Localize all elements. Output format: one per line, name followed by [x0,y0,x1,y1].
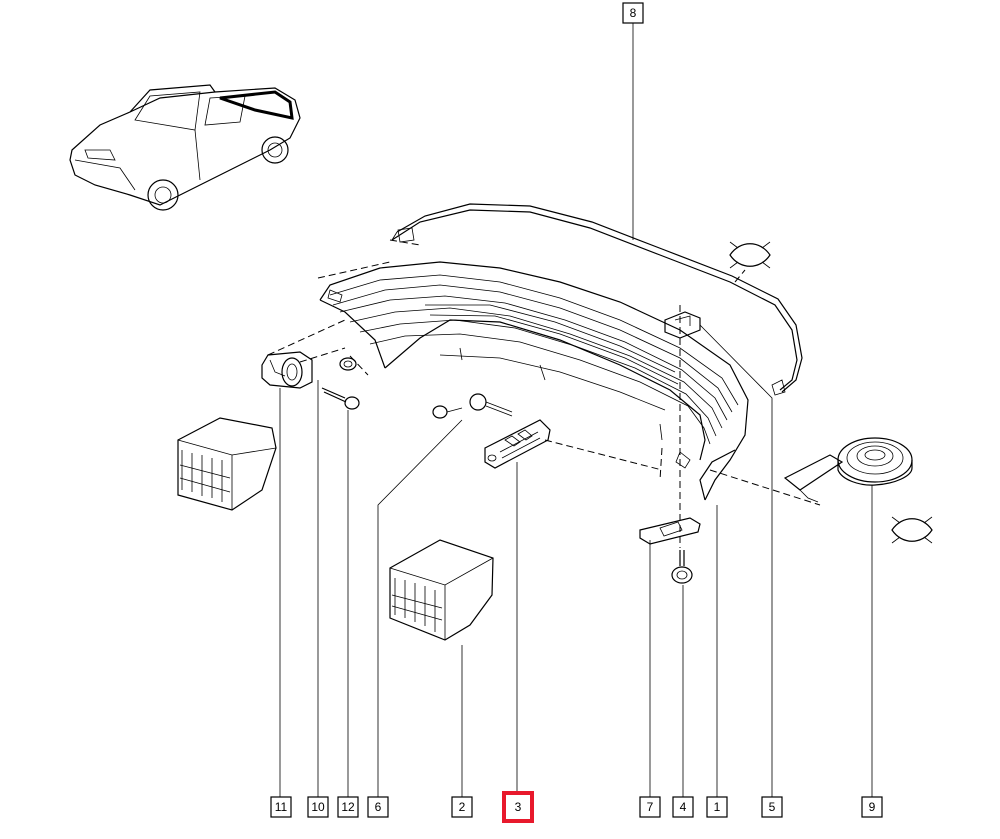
svg-text:6: 6 [375,800,382,814]
svg-text:9: 9 [869,800,876,814]
svg-text:2: 2 [459,800,466,814]
reference-block-middle [389,539,494,641]
callout-2[interactable]: 2 [451,796,473,818]
part-5-clip [664,311,701,339]
callout-11[interactable]: 11 [270,796,292,818]
part-11-bracket [261,351,313,389]
part-3-bracket-plate [484,419,551,469]
svg-text:1: 1 [714,800,721,814]
svg-text:3: 3 [515,800,522,814]
callout-10[interactable]: 10 [307,796,329,818]
symbol-bottom-right [891,516,933,544]
callout-9[interactable]: 9 [861,796,883,818]
part-9-tape-roll [783,437,913,503]
callout-8[interactable]: 8 [622,2,644,24]
callout-12[interactable]: 12 [337,796,359,818]
symbol-top-right [729,241,771,269]
assembly-dashed-lines [267,239,821,548]
callout-6[interactable]: 6 [367,796,389,818]
callout-5[interactable]: 5 [761,796,783,818]
callout-7[interactable]: 7 [639,796,661,818]
part-10-nut [339,357,357,371]
part-7-clip [639,517,701,545]
svg-text:11: 11 [275,800,288,814]
part-4-screw [671,550,693,584]
callout-4[interactable]: 4 [672,796,694,818]
upper-trim-strip [391,203,803,396]
bumper-body [319,261,749,501]
part-12-screw [321,387,360,410]
svg-text:4: 4 [680,800,687,814]
svg-text:8: 8 [630,6,637,20]
callout-3[interactable]: 3 [502,791,534,823]
svg-text:7: 7 [647,800,654,814]
part-6-screw-nut [432,393,513,419]
reference-block-left [177,417,277,511]
callout-1[interactable]: 1 [706,796,728,818]
car-thumbnail-illustration [69,84,301,211]
leader-lines [279,22,873,797]
svg-text:5: 5 [769,800,776,814]
svg-text:10: 10 [311,800,325,814]
svg-text:12: 12 [341,800,355,814]
